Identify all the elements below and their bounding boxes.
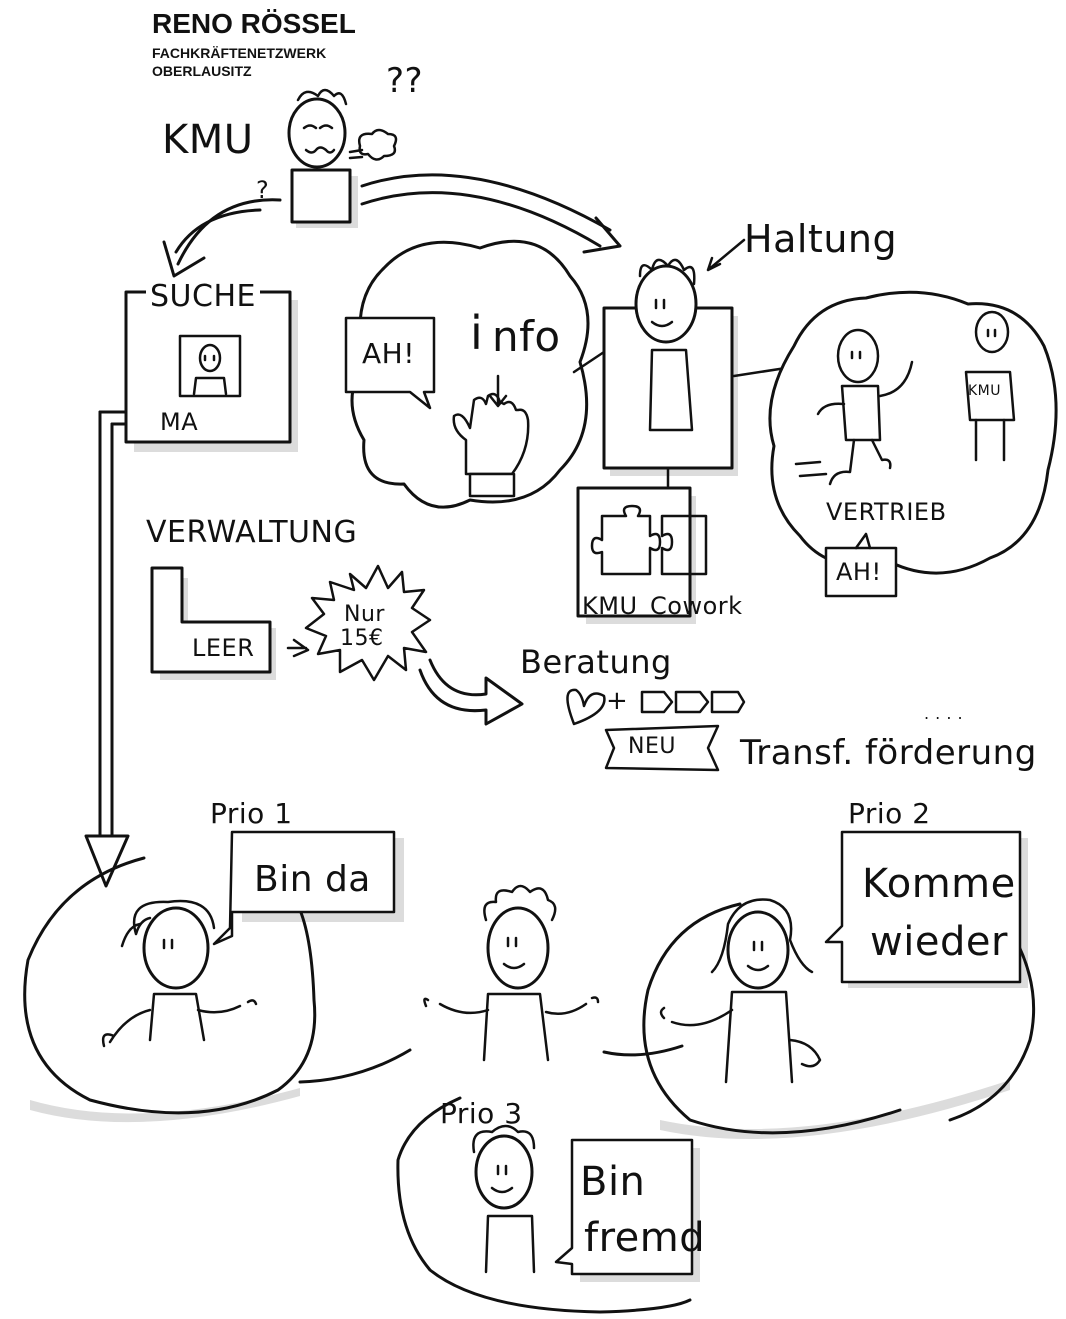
prio2-bubble-line1: Komme — [862, 861, 1016, 907]
puzzle-kmu-label: KMU — [582, 592, 638, 620]
prio-circles — [23, 856, 1036, 1314]
prio2-figure — [659, 830, 1022, 1084]
haltung-figure-box — [572, 258, 788, 488]
info-label: nfo — [492, 312, 561, 361]
verwaltung-label: VERWALTUNG — [146, 515, 358, 550]
question-marks: ?? — [386, 61, 424, 101]
author-name: RENO RÖSSEL — [152, 8, 356, 39]
small-question-mark: ? — [256, 176, 270, 204]
vertrieb-cloud — [768, 290, 1058, 598]
prio2-label: Prio 2 — [848, 797, 931, 830]
info-letter-i: i — [470, 306, 484, 360]
leer-label: LEER — [192, 634, 255, 662]
flow-arrows — [84, 173, 746, 888]
nur-label: Nur — [344, 602, 385, 627]
prio1-bubble-text: Bin da — [254, 859, 371, 900]
neu-label: NEU — [628, 734, 676, 759]
prio1-label: Prio 1 — [210, 797, 293, 830]
beratung-label: Beratung — [520, 643, 672, 681]
verwaltung-shape — [150, 564, 432, 682]
prio3-bubble-line1: Bin — [580, 1159, 646, 1205]
puzzle-cowork-label: Cowork — [650, 592, 743, 620]
prio3-bubble-line2: fremd — [584, 1215, 706, 1261]
price-label: 15€ — [340, 626, 384, 651]
ellipsis-dots: . . . . — [924, 704, 964, 723]
plus-sign: + — [606, 686, 629, 716]
vertrieb-label: VERTRIEB — [826, 498, 947, 526]
haltung-label: Haltung — [744, 217, 898, 261]
suche-box — [124, 290, 292, 444]
beratung-icons — [566, 688, 746, 772]
ma-label: MA — [160, 408, 199, 436]
prio1-figure — [101, 830, 396, 1048]
ah-bubble2-text: AH! — [836, 558, 882, 586]
kmu-label: KMU — [162, 117, 254, 163]
kmu-shirt-label: KMU — [968, 383, 1002, 399]
ah-bubble-text: AH! — [362, 337, 415, 370]
kmu-thinking-figure — [287, 88, 398, 224]
prio3-label: Prio 3 — [440, 1097, 523, 1130]
prio2-bubble-line2: wieder — [870, 919, 1008, 965]
center-figure — [423, 884, 600, 1062]
prio3-figure — [472, 1124, 694, 1276]
puzzle-box — [576, 486, 708, 618]
org-name-line1: FACHKRÄFTENETZWERK — [152, 45, 327, 61]
suche-label: SUCHE — [146, 282, 260, 312]
transf-label: Transf. förderung — [740, 733, 1037, 773]
org-name-line2: OBERLAUSITZ — [152, 63, 252, 79]
info-cloud — [344, 239, 590, 509]
